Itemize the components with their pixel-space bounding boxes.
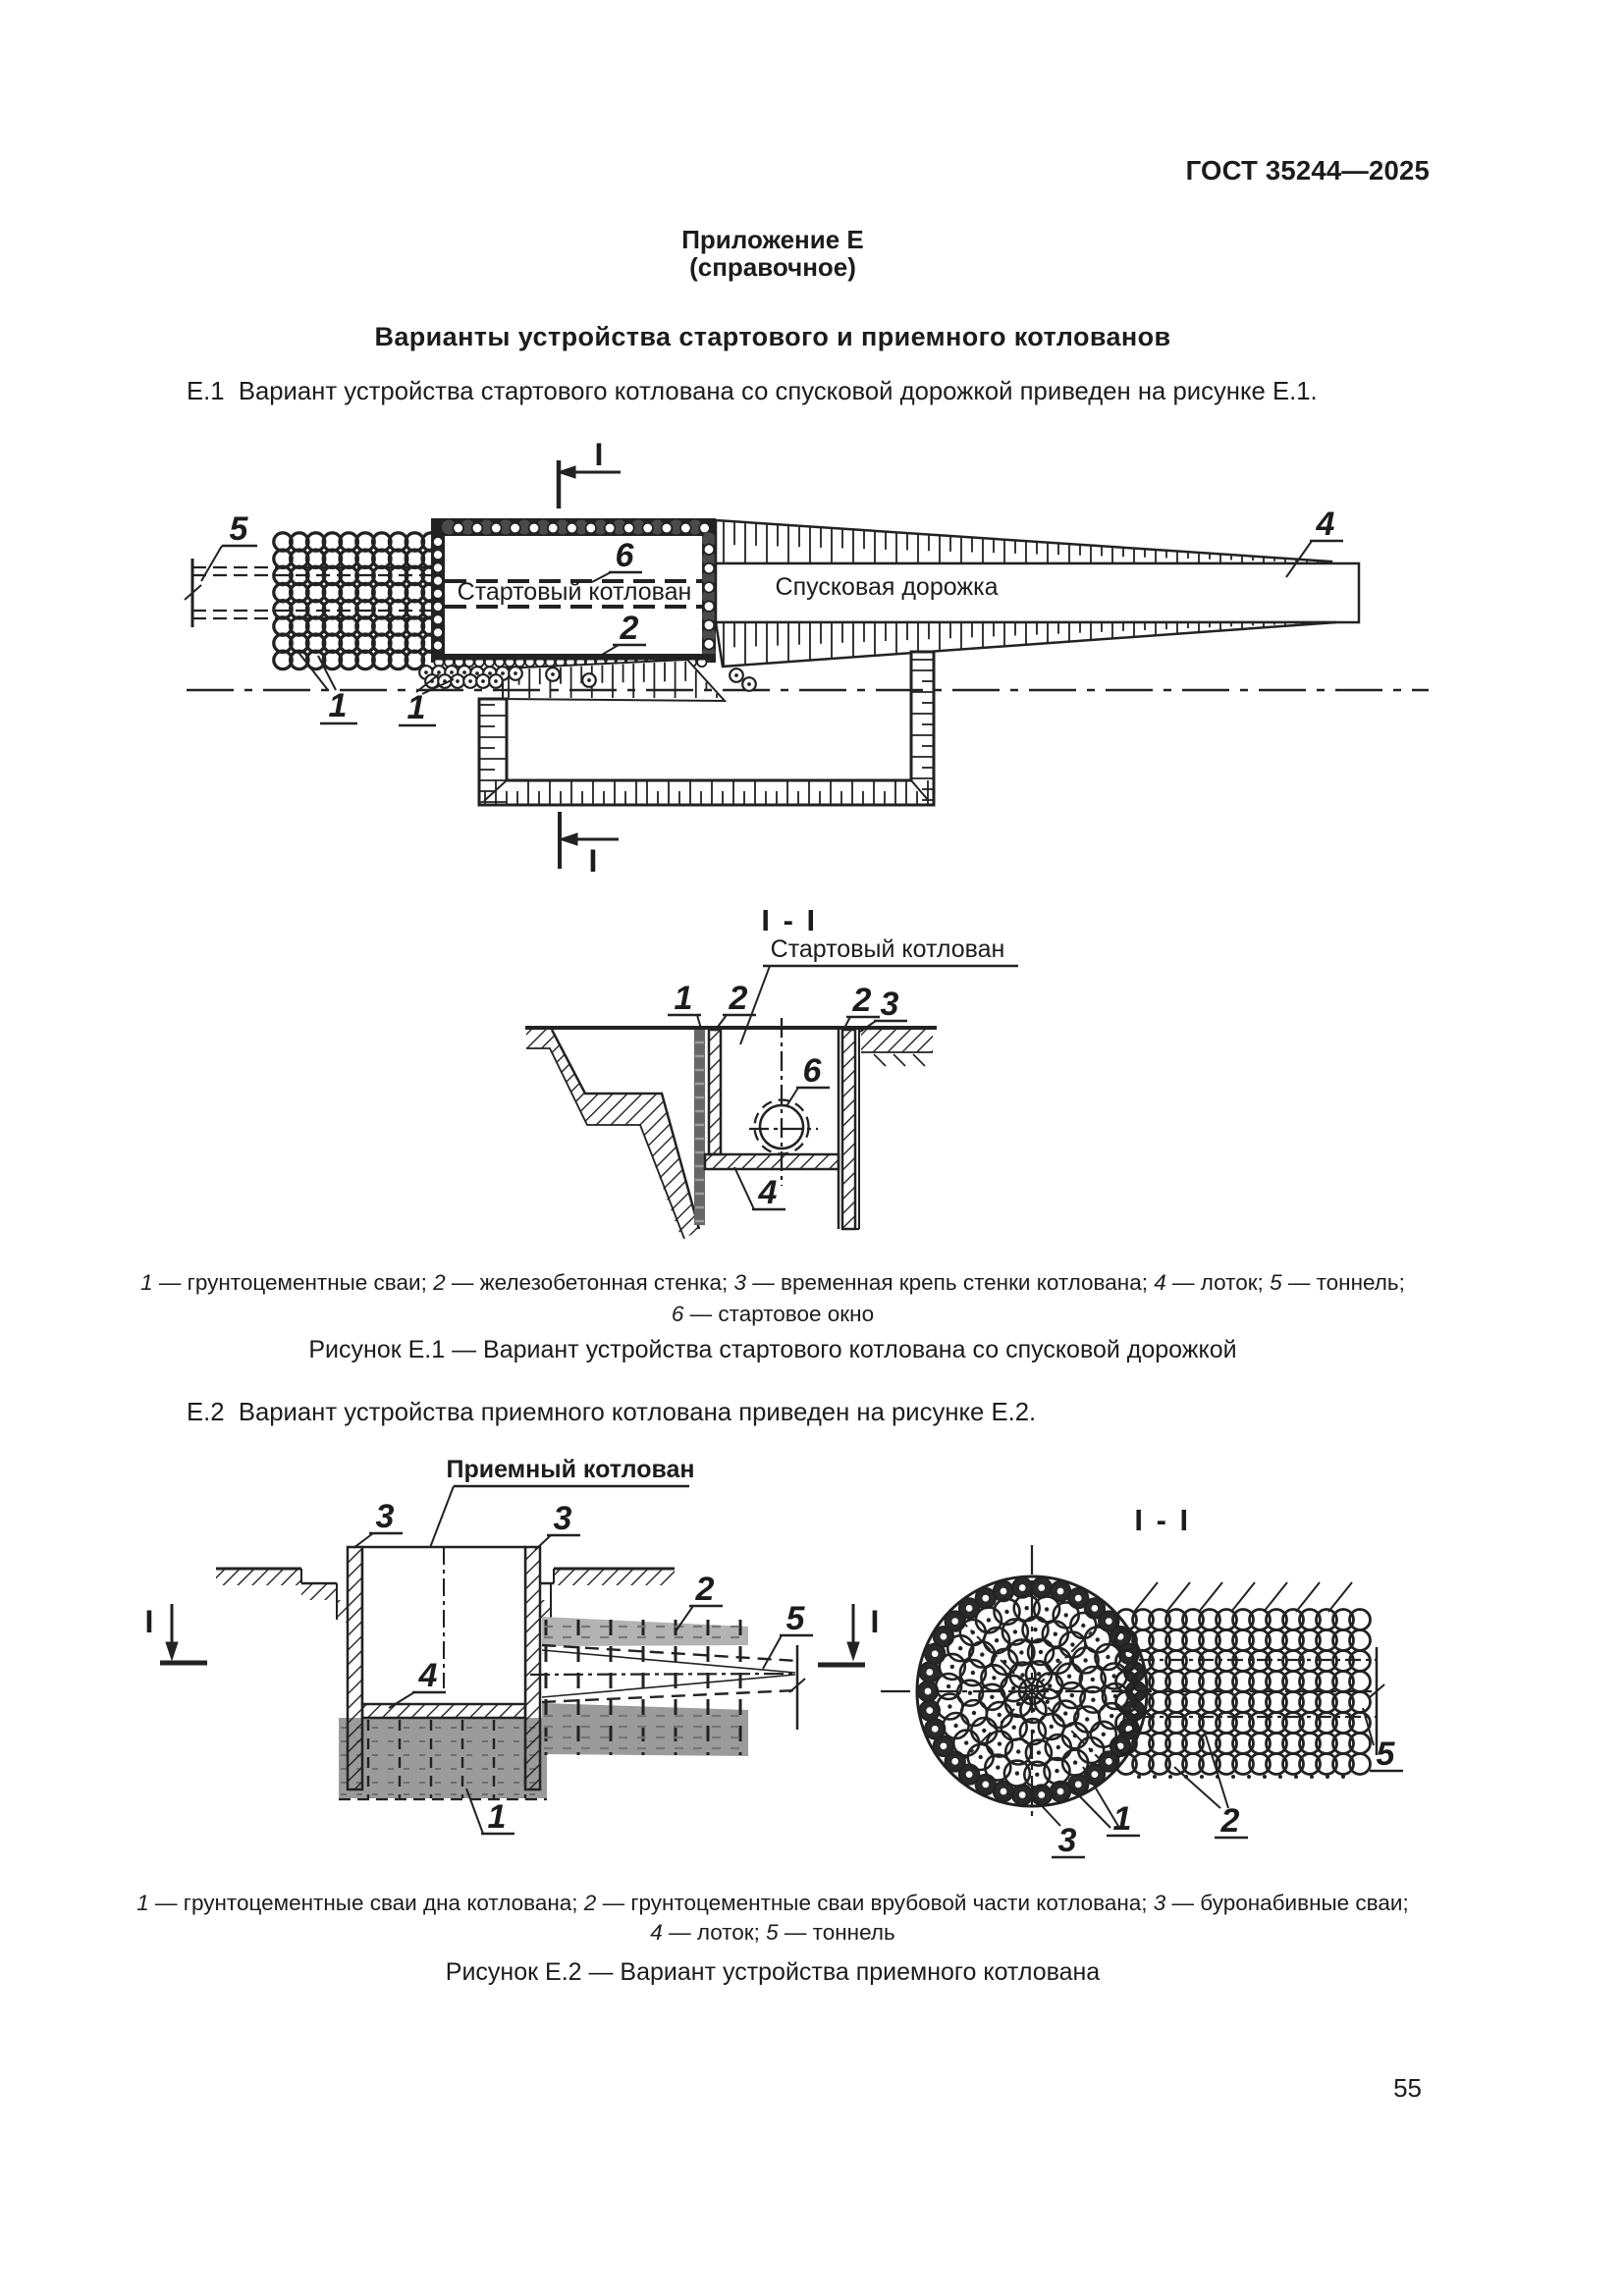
svg-text:4: 4: [418, 1657, 438, 1694]
svg-text:1: 1: [488, 1798, 507, 1836]
svg-text:2: 2: [620, 610, 639, 647]
svg-text:I - I: I - I: [761, 903, 817, 937]
svg-text:Стартовый котлован: Стартовый котлован: [771, 935, 1005, 963]
svg-text:4: 4: [758, 1174, 778, 1211]
svg-text:1: 1: [407, 689, 426, 726]
svg-text:5: 5: [1377, 1735, 1396, 1773]
svg-text:Приемный котлован: Приемный котлован: [446, 1456, 694, 1483]
svg-text:1: 1: [1113, 1800, 1132, 1838]
svg-text:2: 2: [852, 982, 872, 1019]
svg-text:I: I: [145, 1604, 154, 1639]
svg-text:2: 2: [695, 1571, 715, 1608]
svg-text:I: I: [589, 843, 598, 879]
svg-text:6: 6: [803, 1052, 823, 1090]
svg-text:I: I: [595, 437, 604, 472]
svg-text:3: 3: [881, 986, 899, 1023]
svg-text:Спусковая дорожка: Спусковая дорожка: [776, 573, 999, 601]
svg-text:I - I: I - I: [1134, 1503, 1190, 1537]
svg-text:4: 4: [1316, 506, 1335, 543]
svg-text:6: 6: [616, 537, 635, 574]
svg-text:3: 3: [376, 1498, 395, 1535]
svg-text:1: 1: [675, 980, 693, 1017]
svg-text:3: 3: [554, 1500, 572, 1537]
svg-text:1: 1: [329, 687, 348, 724]
svg-text:Стартовый котлован: Стартовый котлован: [458, 578, 692, 606]
svg-text:3: 3: [1058, 1822, 1077, 1859]
svg-text:2: 2: [1220, 1802, 1240, 1840]
svg-text:5: 5: [230, 510, 249, 548]
svg-text:I: I: [871, 1604, 880, 1639]
svg-text:2: 2: [729, 980, 748, 1017]
svg-text:5: 5: [786, 1600, 806, 1637]
